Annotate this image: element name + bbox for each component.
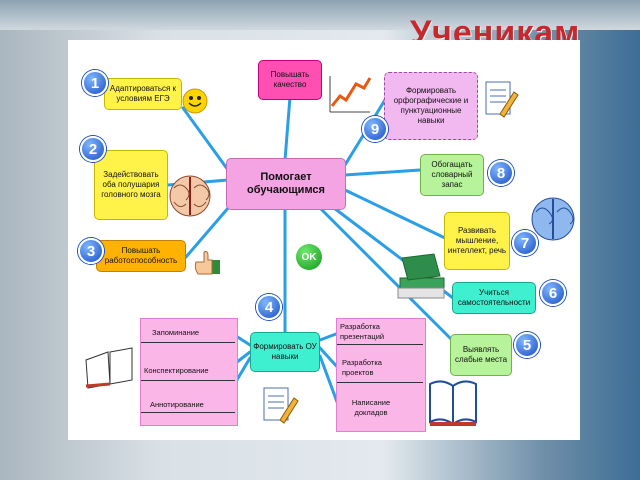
node-label: Учиться самостоятельности bbox=[457, 288, 531, 307]
node-hemispheres: Задействовать оба полушария головного мо… bbox=[94, 150, 168, 220]
number-badge-4: 4 bbox=[256, 294, 282, 320]
center-node: Помогает обучающимся bbox=[226, 158, 346, 210]
brain-icon bbox=[169, 175, 211, 217]
open-book-icon bbox=[429, 380, 477, 426]
underline bbox=[141, 380, 235, 381]
node-label: Повышать работоспособность bbox=[104, 246, 178, 265]
node-label: Развивать мышление, интеллект, речь bbox=[447, 226, 507, 255]
right-skills-panel bbox=[336, 318, 426, 432]
underline bbox=[141, 412, 235, 413]
panel-item: Аннотирование bbox=[150, 400, 204, 409]
ok-label: OK bbox=[301, 251, 317, 263]
node-label: Формировать ОУ навыки bbox=[253, 342, 317, 361]
books-icon bbox=[397, 253, 445, 299]
smiley-icon bbox=[182, 88, 208, 114]
number-badge-3: 3 bbox=[78, 238, 104, 264]
underline bbox=[337, 344, 423, 345]
panel-item: Запоминание bbox=[152, 328, 200, 337]
panel-item: Конспектирование bbox=[144, 366, 209, 375]
document-pencil-icon bbox=[485, 81, 519, 118]
brain-icon bbox=[531, 197, 575, 241]
node-work-capacity: Повышать работоспособность bbox=[96, 240, 186, 272]
left-skills-panel bbox=[140, 318, 238, 426]
number-badge-8: 8 bbox=[488, 160, 514, 186]
center-label: Помогает обучающимся bbox=[247, 171, 325, 196]
panel-item: Разработка проектов bbox=[342, 358, 382, 377]
node-label: Задействовать оба полушария головного мо… bbox=[101, 170, 161, 199]
ok-badge: OK bbox=[296, 244, 322, 270]
number-badge-2: 2 bbox=[80, 136, 106, 162]
panel-item: Разработка презентаций bbox=[340, 322, 385, 341]
node-skills: Формировать ОУ навыки bbox=[250, 332, 320, 372]
node-vocabulary: Обогащать словарный запас bbox=[420, 154, 484, 196]
thumbs-up-icon bbox=[194, 251, 220, 275]
node-label: Формировать орфографические и пунктуацио… bbox=[393, 86, 469, 125]
node-label: Обогащать словарный запас bbox=[431, 160, 473, 189]
node-weak-spots: Выявлять слабые места bbox=[450, 334, 512, 376]
open-notebook-icon bbox=[85, 347, 133, 389]
node-label: Повышать качество bbox=[270, 70, 310, 89]
node-spelling: Формировать орфографические и пунктуацио… bbox=[384, 72, 478, 140]
underline bbox=[337, 382, 423, 383]
node-quality: Повышать качество bbox=[258, 60, 322, 100]
document-pencil-icon bbox=[263, 387, 299, 424]
node-adapt-ege: Адаптироваться к условиям ЕГЭ bbox=[104, 78, 182, 110]
chart-up-icon bbox=[329, 76, 372, 113]
node-thinking: Развивать мышление, интеллект, речь bbox=[444, 212, 510, 270]
number-badge-5: 5 bbox=[514, 332, 540, 358]
node-independence: Учиться самостоятельности bbox=[452, 282, 536, 314]
number-badge-7: 7 bbox=[512, 230, 538, 256]
number-badge-1: 1 bbox=[82, 70, 108, 96]
node-label: Выявлять слабые места bbox=[454, 345, 508, 364]
underline bbox=[141, 342, 235, 343]
number-badge-9: 9 bbox=[362, 116, 388, 142]
panel-item: Написание докладов bbox=[351, 398, 391, 417]
number-badge-6: 6 bbox=[540, 280, 566, 306]
node-label: Адаптироваться к условиям ЕГЭ bbox=[109, 84, 177, 103]
